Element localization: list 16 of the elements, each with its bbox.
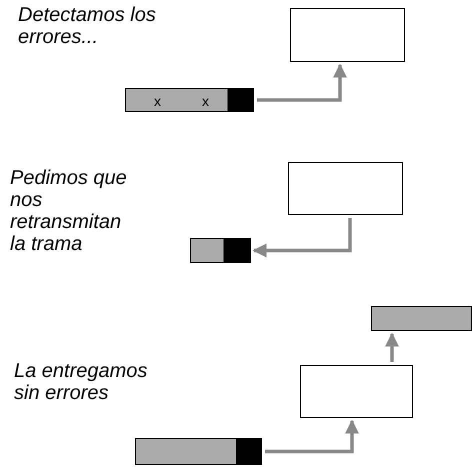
frame-bar bbox=[135, 438, 262, 465]
empty-box bbox=[300, 365, 413, 418]
arrow bbox=[265, 420, 359, 454]
empty-box bbox=[288, 162, 403, 215]
caption-text: Pedimos que nos retransmitan la trama bbox=[10, 167, 128, 255]
error-mark: x bbox=[154, 94, 161, 108]
arrow bbox=[252, 218, 352, 258]
empty-box bbox=[290, 8, 405, 62]
arrow bbox=[385, 332, 399, 362]
arrow bbox=[257, 64, 347, 102]
caption-text: La entregamos sin errores bbox=[14, 360, 148, 404]
caption-text: Detectamos los errores... bbox=[18, 4, 157, 48]
frame-bar bbox=[190, 238, 251, 263]
frame-bar bbox=[125, 88, 254, 112]
frame-bar bbox=[371, 306, 472, 331]
error-mark: x bbox=[202, 94, 209, 108]
